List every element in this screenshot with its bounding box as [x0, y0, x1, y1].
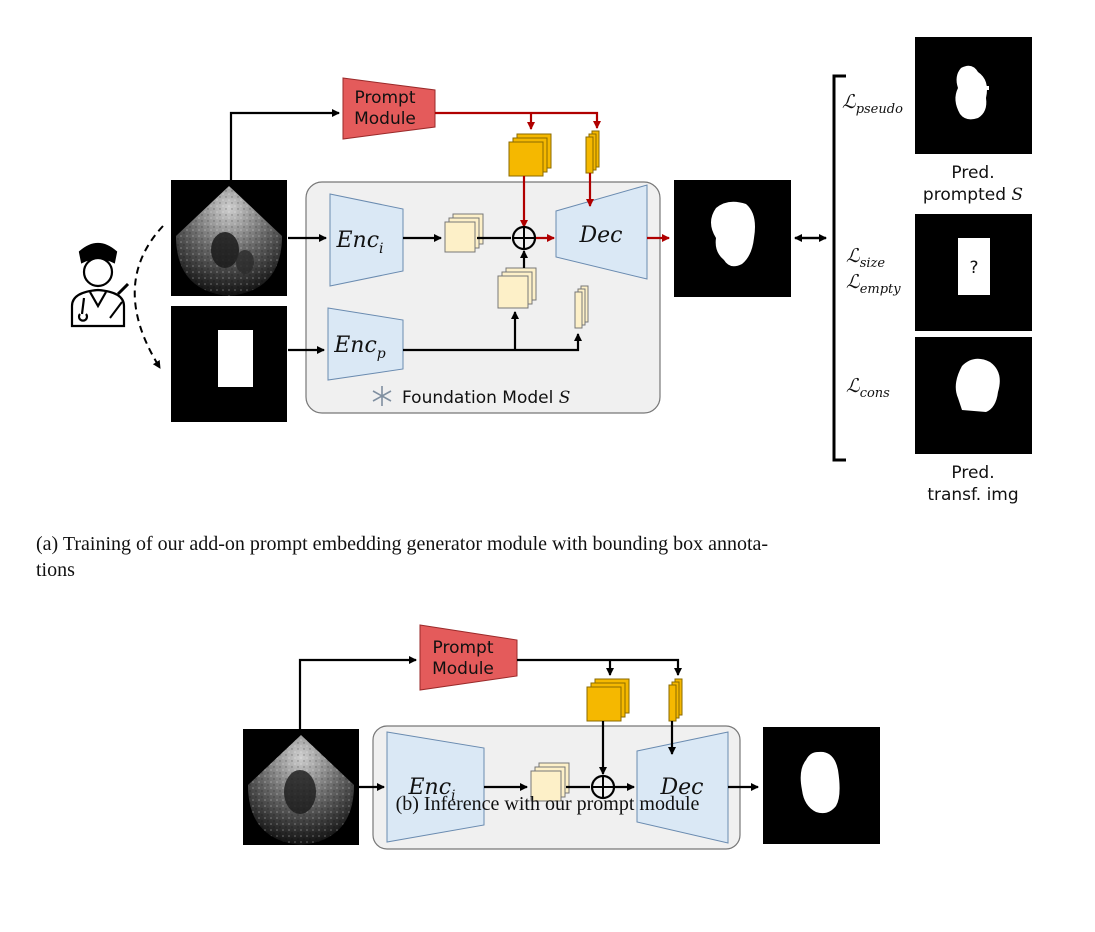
- pred-prompted-label-1: Pred.: [951, 163, 994, 183]
- sum-operator: [511, 225, 537, 251]
- output-mask-a: [674, 180, 791, 297]
- loss-pseudo-label: ℒpseudo: [842, 91, 903, 117]
- dec-b-label: Dec: [660, 775, 704, 800]
- snowflake-icon: [372, 386, 392, 406]
- generated-dense-embedding-stack-b: [586, 678, 630, 722]
- question-mark: ?: [969, 258, 978, 278]
- red-prompt-arrows: [435, 111, 670, 242]
- flow-arrows-b: [298, 656, 759, 791]
- generated-sparse-embedding-stack-b: [668, 678, 683, 722]
- bbox-mask-image: [171, 306, 287, 422]
- caption-b: (b) Inference with our prompt module: [395, 793, 700, 815]
- decoder: Dec: [555, 184, 648, 280]
- enc-i-b-subscript: i: [451, 788, 455, 804]
- enc-i-label: Enc: [335, 228, 379, 253]
- caption-a-line-2: tions: [36, 559, 75, 581]
- ultrasound-image: [171, 180, 287, 296]
- prompt-module-label-2: Module: [354, 109, 416, 129]
- pred-transf-label-1: Pred.: [951, 463, 994, 483]
- pseudo-label-mask: [915, 37, 1032, 154]
- image-encoder: Enci: [329, 193, 404, 287]
- output-mask-b: [763, 727, 880, 844]
- prompt-module-label-1: Prompt: [355, 88, 416, 108]
- enc-i-b-label: Enc: [407, 775, 451, 800]
- loss-size-label: ℒsize: [846, 245, 885, 271]
- svg-text:Enci: Enci: [407, 775, 455, 804]
- clinician-icon: [70, 242, 130, 328]
- caption-a: (a) Training of our add-on prompt embedd…: [36, 531, 1066, 583]
- image-encoder-b: Enci: [386, 731, 485, 843]
- image-embedding-stack: [444, 213, 484, 253]
- prompt-module-b-label-1: Prompt: [433, 638, 494, 658]
- dec-label: Dec: [579, 223, 623, 248]
- loss-cons-label: ℒcons: [846, 375, 890, 401]
- enc-i-subscript: i: [379, 241, 383, 257]
- pred-transf-label-2: transf. img: [927, 485, 1018, 505]
- ultrasound-image-b: [243, 729, 359, 845]
- prompt-module-b-label-2: Module: [432, 659, 494, 679]
- loss-bracket: [832, 74, 846, 462]
- panel-a: Prompt Module Enci Encp Dec: [70, 37, 1032, 505]
- prompt-sparse-embedding-stack: [574, 285, 589, 329]
- pred-prompted-label-2: prompted S: [923, 185, 1023, 205]
- generated-dense-embedding-stack: [508, 133, 552, 177]
- prompt-module-b: Prompt Module: [419, 624, 518, 691]
- decoder-b: Dec: [636, 731, 729, 844]
- arrow-image-to-prompt: [229, 109, 340, 180]
- prompt-encoder: Encp: [327, 307, 404, 381]
- enc-p-subscript: p: [377, 346, 386, 362]
- caption-a-line-1: (a) Training of our add-on prompt embedd…: [36, 533, 769, 555]
- svg-text:Encp: Encp: [333, 333, 386, 362]
- size-prior-mask: ?: [915, 214, 1032, 331]
- black-flow-arrows: [288, 234, 582, 354]
- enc-p-label: Enc: [333, 333, 377, 358]
- svg-text:Enci: Enci: [335, 228, 383, 257]
- prompt-dense-embedding-stack: [497, 267, 537, 309]
- image-embedding-stack-b: [530, 762, 570, 802]
- generated-sparse-embedding-stack: [585, 130, 600, 174]
- transformed-pred-mask: [915, 337, 1032, 454]
- prompt-module: Prompt Module: [342, 77, 436, 140]
- panel-b: Prompt Module Enci Dec: [243, 624, 880, 850]
- foundation-model-label: Foundation Model S: [402, 388, 570, 408]
- annotation-dashed-arrow: [133, 225, 164, 369]
- loss-empty-label: ℒempty: [846, 271, 901, 297]
